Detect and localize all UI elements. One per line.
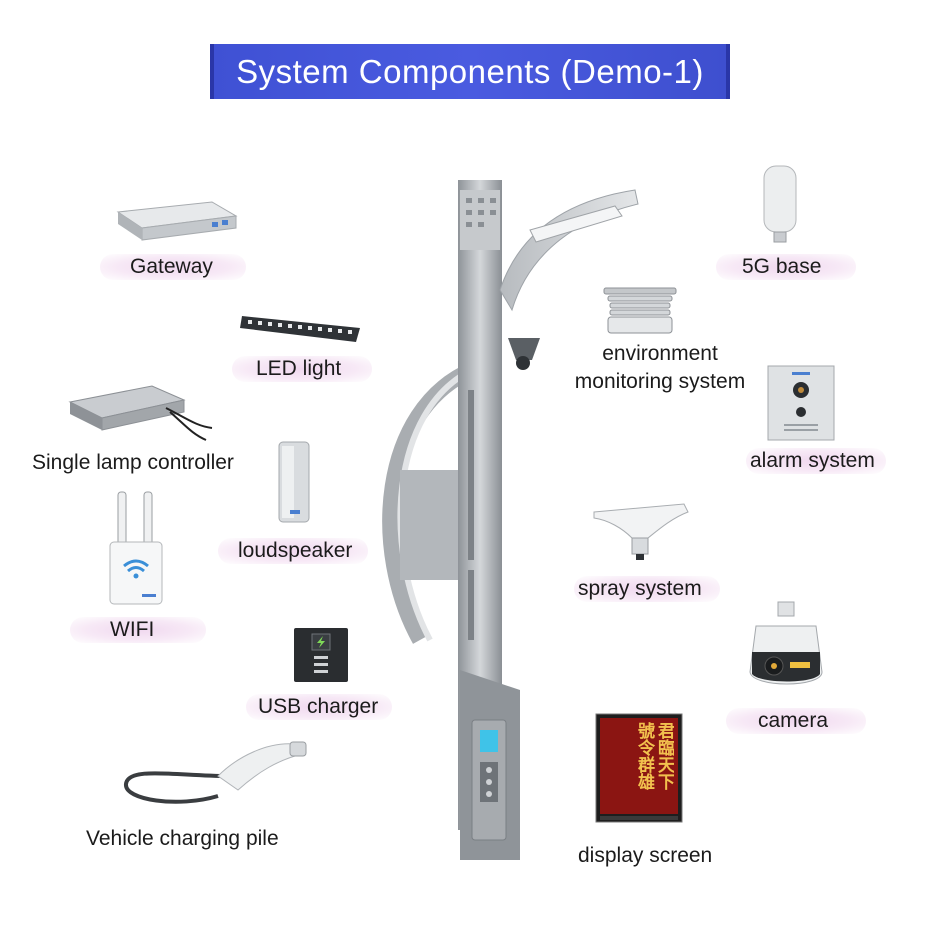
single-lamp-controller-icon — [68, 385, 213, 441]
loudspeaker-icon — [278, 441, 310, 523]
environment-label-line2: monitoring system — [574, 370, 746, 393]
usb-charger-pill — [246, 694, 392, 720]
loudspeaker-label: loudspeaker — [238, 539, 353, 562]
gateway-label: Gateway — [130, 255, 213, 278]
vehicle-charging-plug-icon — [124, 741, 307, 804]
display-screen-content: 君臨天下 號令群雄 — [634, 722, 674, 790]
5g-base-pill — [716, 254, 856, 280]
gateway-pill — [100, 254, 246, 280]
loudspeaker-pill — [218, 538, 368, 564]
alarm-panel-icon — [767, 365, 835, 441]
camera-label: camera — [758, 709, 829, 732]
usb-charger-icon — [294, 628, 348, 682]
single-lamp-controller-label: Single lamp controller — [32, 451, 234, 474]
spray-system-label: spray system — [578, 577, 702, 600]
gateway-icon — [116, 201, 238, 241]
spray-nozzle-icon — [593, 503, 689, 560]
alarm-system-label: alarm system — [750, 449, 875, 472]
page-title: System Components (Demo-1) — [210, 44, 730, 99]
wifi-router-icon — [109, 491, 163, 605]
smart-pole-illustration — [382, 180, 639, 860]
display-screen-icon — [595, 713, 683, 823]
led-light-icon — [240, 316, 360, 342]
led-light-label: LED light — [256, 357, 342, 380]
usb-charger-label: USB charger — [258, 695, 379, 718]
5g-base-icon — [763, 165, 797, 243]
environment-sensor-icon — [603, 287, 677, 334]
alarm-system-pill — [746, 448, 886, 474]
led-light-pill — [232, 356, 372, 382]
vehicle-charging-pile-label: Vehicle charging pile — [86, 827, 279, 850]
display-screen-label: display screen — [578, 844, 713, 867]
camera-icon — [749, 601, 823, 685]
camera-pill — [726, 708, 866, 734]
spray-system-pill — [574, 576, 720, 602]
wifi-pill — [70, 617, 206, 643]
wifi-label: WIFI — [110, 618, 155, 641]
5g-base-label: 5G base — [742, 255, 822, 278]
environment-label-line1: environment — [602, 342, 718, 365]
